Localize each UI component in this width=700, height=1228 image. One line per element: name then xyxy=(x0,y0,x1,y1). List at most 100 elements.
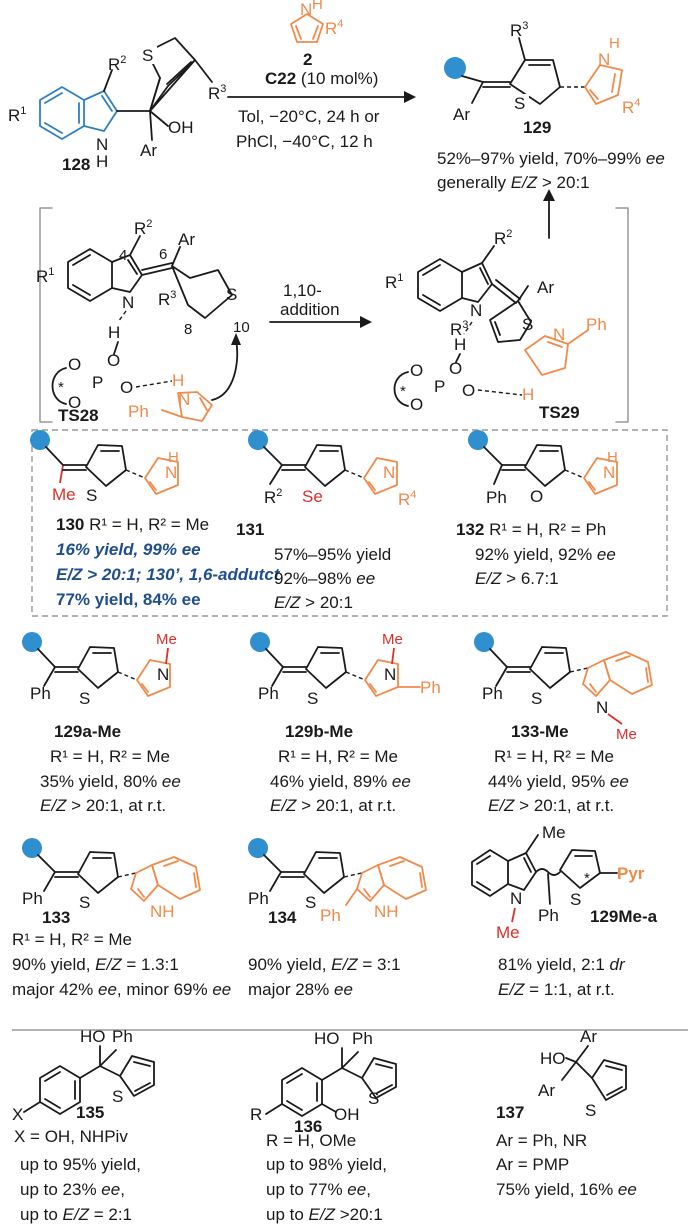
product-nh: N xyxy=(598,50,610,69)
ts29-p: P xyxy=(434,377,445,396)
ts28-pyrrole-h: H xyxy=(172,371,184,390)
r4c-label: 137 xyxy=(496,1103,524,1122)
c132-ph: Ph xyxy=(486,488,507,507)
r4c-s: S xyxy=(585,1101,596,1120)
r2a-desc: R¹ = H, R² = Me xyxy=(50,747,170,766)
c132-line2: E/Z > 6.7:1 xyxy=(475,569,559,588)
r2b-line2: E/Z > 20:1, at r.t. xyxy=(270,796,396,815)
ts28-s: S xyxy=(226,285,237,304)
ts29-r2: R2 xyxy=(494,228,512,248)
compound-137: HO Ar Ar S 137 Ar = Ph, NR Ar = PMP 75% … xyxy=(496,1027,637,1199)
c131-line1: 57%–95% yield xyxy=(274,545,391,564)
r1-label: R1 xyxy=(8,105,26,125)
ts29-pyrrole-n: N xyxy=(553,325,565,344)
r2c-ph: Ph xyxy=(482,684,503,703)
compound-133-me: Ph S N Me 133-Me R¹ = H, R² = Me 44% yie… xyxy=(474,632,653,815)
compound-129me-a: Me N Me Ph S * Pyr 129Me-a 81% yield, 2:… xyxy=(471,823,658,999)
r3a-line1: 90% yield, E/Z = 1.3:1 xyxy=(12,955,179,974)
r4b-s: S xyxy=(368,1089,379,1108)
mechanism-arrowhead xyxy=(360,316,372,328)
r4b-oh: OH xyxy=(334,1105,360,1124)
ts28-pos4: 4 xyxy=(119,247,127,264)
r3c-ph: Ph xyxy=(538,906,559,925)
compound-130: Me S N H 130 R¹ = H, R² = Me 16% yield, … xyxy=(30,430,281,609)
r4c-sub1: Ar = Ph, NR xyxy=(496,1131,587,1150)
ts28-pos8: 8 xyxy=(184,321,192,338)
ts28-r2: R2 xyxy=(134,218,152,238)
product-129: Ar S R3 N H R4 129 xyxy=(444,20,640,137)
c132-nh: N xyxy=(603,463,615,482)
compound-132: Ph O N H 132 R¹ = H, R² = Ph 92% yield, … xyxy=(456,430,618,588)
r3c-n: N xyxy=(510,889,522,908)
product-ar: Ar xyxy=(453,105,470,124)
r2c-line1: 44% yield, 95% ee xyxy=(488,772,629,791)
ts28-pos6: 6 xyxy=(159,246,167,263)
r4b-sub: R = H, OMe xyxy=(266,1131,356,1150)
compound-131: R2 Se N R4 131 57%–95% yield 92%–98% ee … xyxy=(236,430,416,612)
r2-label: R2 xyxy=(108,54,126,74)
r2c-s: S xyxy=(531,689,542,708)
c130-line1: 16% yield, 99% ee xyxy=(56,540,201,559)
reaction-arrowhead xyxy=(404,91,416,103)
c131-r4: R4 xyxy=(398,489,416,509)
r3c-me-top: Me xyxy=(542,823,566,842)
c131-label: 131 xyxy=(236,520,264,539)
r2b-me: Me xyxy=(382,631,403,648)
r3a-s: S xyxy=(79,893,90,912)
r4a-line3: up to E/Z = 2:1 xyxy=(20,1205,132,1224)
r3a-line2: major 42% ee, minor 69% ee xyxy=(12,980,231,999)
r3c-pyr: Pyr xyxy=(617,864,645,883)
ts28-o2: O xyxy=(120,378,133,397)
ts29-n: N xyxy=(470,301,482,320)
r4a-x: X xyxy=(12,1105,23,1124)
r4c-line3: 75% yield, 16% ee xyxy=(496,1180,637,1199)
r3b-ph2: Ph xyxy=(320,906,341,925)
step-label-1: 1,10- xyxy=(283,281,322,300)
ts29-ph: Ph xyxy=(586,315,607,334)
up-arrowhead xyxy=(543,189,555,201)
r3c-s: S xyxy=(570,890,581,909)
r4c-ar1: Ar xyxy=(580,1027,597,1046)
r2a-s: S xyxy=(79,689,90,708)
ts28-pos10: 10 xyxy=(233,319,250,336)
r2a-label: 129a-Me xyxy=(54,722,121,741)
r4b-line3: up to E/Z >20:1 xyxy=(266,1205,383,1224)
c132-o: O xyxy=(530,487,543,506)
product-h: H xyxy=(609,35,620,52)
r4c-sub2: Ar = PMP xyxy=(496,1155,569,1174)
r2b-n: N xyxy=(384,665,396,684)
compound-129b-me: Ph S N Me Ph 129b-Me R¹ = H, R² = Me 46%… xyxy=(250,631,441,815)
r3b-s: S xyxy=(305,893,316,912)
ts28-pyrrole-n: N xyxy=(178,390,190,409)
r2b-label: 129b-Me xyxy=(285,722,353,741)
c131-nh: N xyxy=(383,463,395,482)
c132-h: H xyxy=(607,449,618,466)
r3c-label: 129Me-a xyxy=(590,907,658,926)
r2a-ph: Ph xyxy=(30,684,51,703)
product-s: S xyxy=(514,94,525,113)
r2b-ph: Ph xyxy=(258,684,279,703)
compound-136: R OH HO Ph S 136 R = H, OMe up to 98% yi… xyxy=(250,1029,397,1224)
r2c-line2: E/Z > 20:1, at r.t. xyxy=(488,796,614,815)
r4a-s: S xyxy=(112,1087,123,1106)
ts29: R1 N R2 Ar S R3 N Ph H O P O O O * H TS2… xyxy=(385,228,607,422)
r4a-sub: X = OH, NHPiv xyxy=(14,1127,128,1146)
r2a-line2: E/Z > 20:1, at r.t. xyxy=(40,796,166,815)
compound-129a-me: Ph S N Me 129a-Me R¹ = H, R² = Me 35% yi… xyxy=(22,631,181,815)
ts28-o1: O xyxy=(107,351,120,370)
ts29-s: S xyxy=(522,315,533,334)
r2a-line1: 35% yield, 80% ee xyxy=(40,772,181,791)
r3c-star: * xyxy=(584,870,590,887)
r4b-ph: Ph xyxy=(352,1029,373,1048)
ar-label: Ar xyxy=(140,141,157,160)
r3a-desc: R¹ = H, R² = Me xyxy=(12,930,132,949)
r3a-label: 133 xyxy=(42,908,70,927)
h-label: H xyxy=(96,152,108,171)
r4c-ho: HO xyxy=(540,1049,566,1068)
r4b-r: R xyxy=(250,1105,262,1124)
reagent-pyrrole-2: N H R4 2 xyxy=(290,0,343,69)
ts29-ar: Ar xyxy=(537,278,554,297)
r3b-ph: Ph xyxy=(248,889,269,908)
r3b-label: 134 xyxy=(268,908,297,927)
